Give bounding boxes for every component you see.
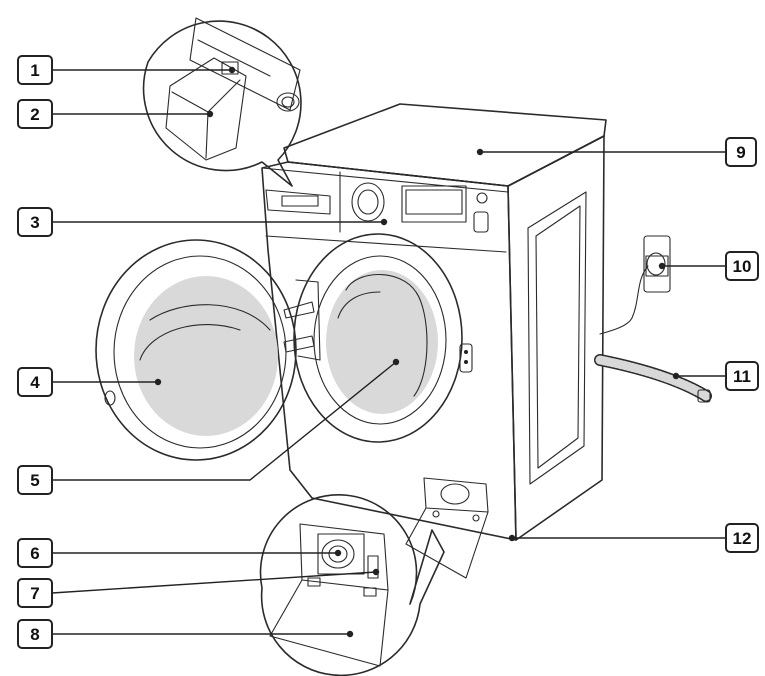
callout-1: 1 [18, 56, 52, 84]
filter-detail [261, 495, 444, 676]
callout-7: 7 [18, 579, 52, 607]
callout-3: 3 [18, 208, 52, 236]
callout-label-5: 5 [30, 471, 39, 490]
callout-12: 12 [726, 524, 758, 552]
callout-label-7: 7 [30, 584, 39, 603]
callout-5: 5 [18, 466, 52, 494]
callout-label-12: 12 [733, 529, 752, 548]
callout-8: 8 [18, 620, 52, 648]
callout-2: 2 [18, 100, 52, 128]
callout-label-9: 9 [736, 143, 745, 162]
callout-label-4: 4 [30, 373, 40, 392]
callout-label-1: 1 [30, 61, 39, 80]
washing-machine-body [262, 104, 606, 578]
callout-6: 6 [18, 539, 52, 567]
callout-9: 9 [726, 138, 756, 166]
callout-4: 4 [18, 368, 52, 396]
callout-label-2: 2 [30, 105, 39, 124]
callout-10: 10 [726, 252, 758, 280]
callout-label-8: 8 [30, 625, 39, 644]
callout-label-11: 11 [733, 367, 751, 386]
detergent-drawer-detail [144, 18, 301, 186]
callout-label-6: 6 [30, 544, 39, 563]
callout-label-3: 3 [30, 213, 39, 232]
callout-11: 11 [726, 362, 758, 390]
drain-hose [600, 360, 710, 402]
callout-label-10: 10 [733, 257, 752, 276]
power-outlet [600, 236, 670, 334]
